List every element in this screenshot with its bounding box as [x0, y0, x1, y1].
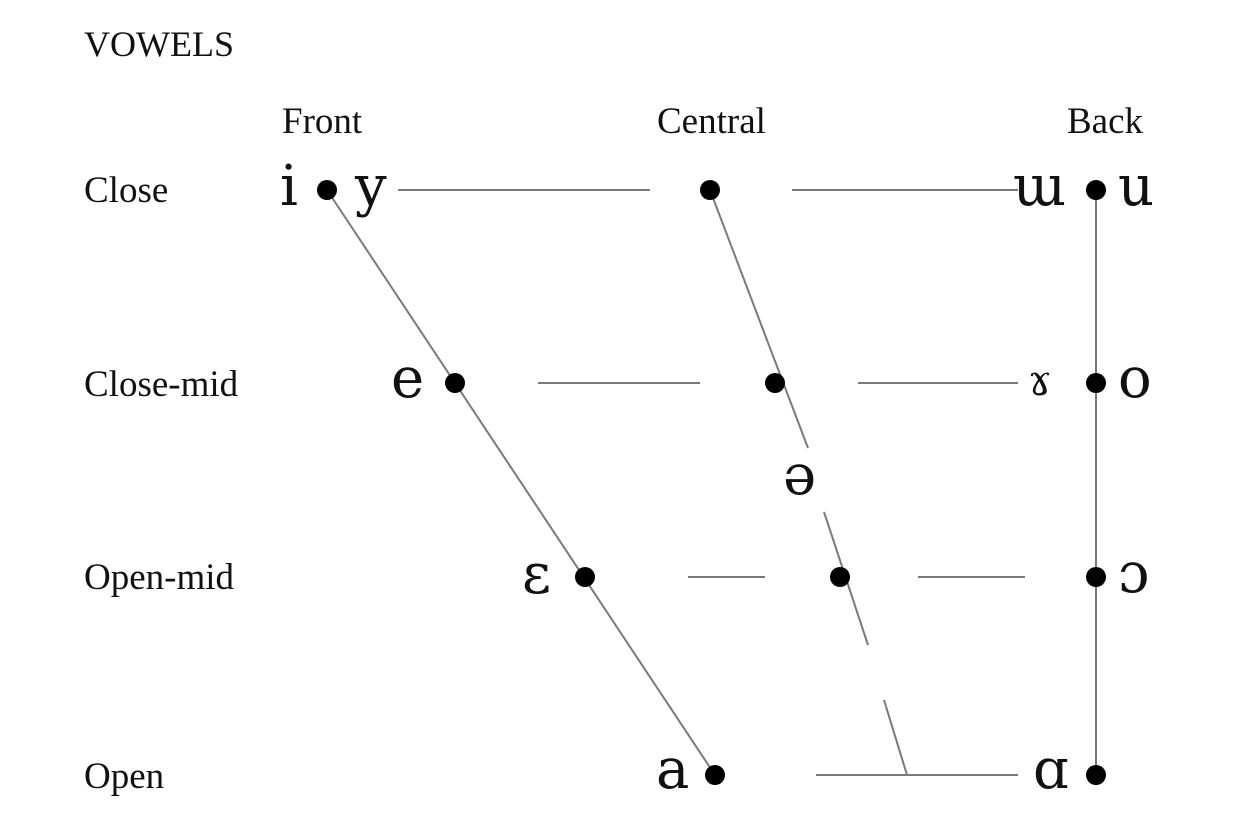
dot-close-mid-back	[1086, 373, 1106, 393]
dot-close-back	[1086, 180, 1106, 200]
vowel-open-front: a	[656, 737, 690, 802]
vowel-close-front-rounded: y	[355, 154, 387, 219]
vowel-open-mid-front: ɛ	[522, 542, 552, 607]
vowel-open-back: ɑ	[1033, 737, 1069, 802]
row-label-open: Open	[84, 756, 165, 797]
chart-lines	[326, 189, 1097, 776]
vowel-close-mid-back-rounded: o	[1118, 346, 1152, 411]
vowel-close-back-unrounded: ɯ	[1013, 154, 1067, 219]
vowel-close-mid-front: e	[391, 346, 425, 411]
dot-open-back	[1086, 765, 1106, 785]
chart-title: VOWELS	[84, 24, 234, 64]
vowel-close-front-unrounded: i	[280, 154, 298, 219]
column-label-back: Back	[1067, 101, 1144, 142]
dot-close-mid-front	[445, 373, 465, 393]
central-line-upper	[709, 189, 809, 449]
row-label-close: Close	[84, 170, 169, 211]
column-label-front: Front	[282, 101, 363, 142]
vowel-open-mid-back: ɔ	[1118, 541, 1150, 606]
central-line-bottom	[883, 699, 908, 776]
dot-open-front	[705, 765, 725, 785]
dot-close-central	[700, 180, 720, 200]
dot-open-mid-back	[1086, 567, 1106, 587]
vowel-mid-central: ə	[783, 443, 817, 508]
vowel-close-mid-back-unrounded: ɤ	[1028, 356, 1052, 405]
dot-open-mid-front	[575, 567, 595, 587]
row-label-open-mid: Open-mid	[84, 557, 235, 598]
vowel-close-back-rounded: u	[1118, 154, 1155, 219]
dot-close-front	[317, 180, 337, 200]
dot-close-mid-central	[765, 373, 785, 393]
dot-open-mid-central	[830, 567, 850, 587]
column-label-central: Central	[657, 101, 766, 142]
row-label-close-mid: Close-mid	[84, 364, 239, 405]
front-edge-line	[326, 189, 716, 776]
vowel-dots	[317, 180, 1106, 785]
